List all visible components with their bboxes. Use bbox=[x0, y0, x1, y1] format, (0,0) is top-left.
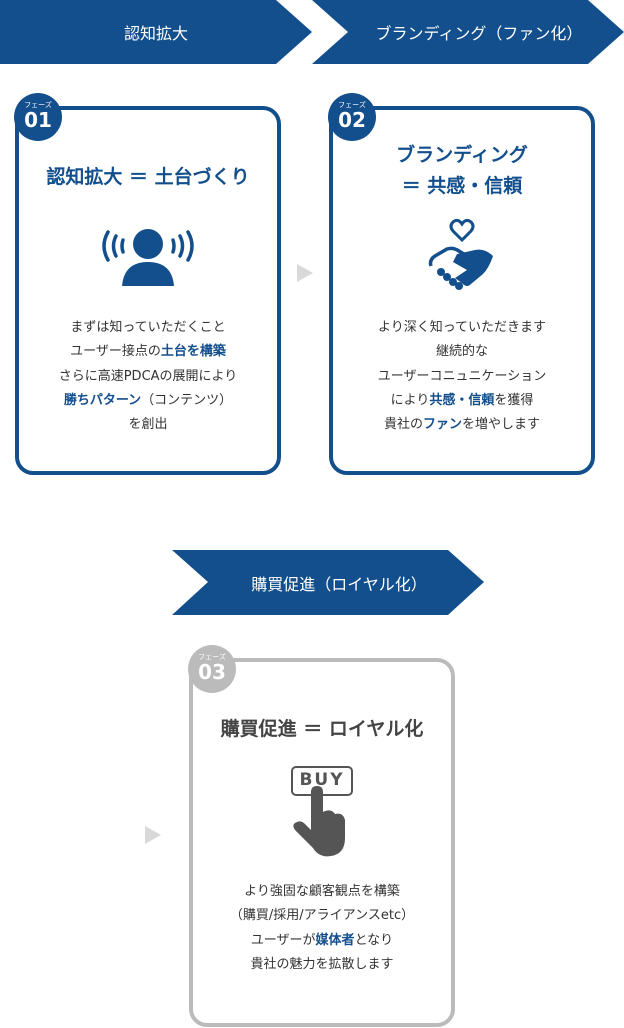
text: （購買/採用/アライアンスetc） bbox=[229, 908, 415, 924]
highlight-text: 媒体者 bbox=[315, 932, 355, 948]
description-line: より深く知っていただきます bbox=[333, 316, 591, 340]
description-line: を創出 bbox=[19, 413, 277, 437]
text: を創出 bbox=[128, 417, 168, 433]
handshake-heart-icon bbox=[428, 218, 493, 290]
pointing-hand-icon bbox=[293, 786, 345, 857]
card-description: より強固な顧客観点を構築 （購買/採用/アライアンスetc） ユーザーが媒体者となり… bbox=[193, 880, 451, 977]
arrow-right-icon bbox=[145, 826, 161, 844]
arrow-right-icon bbox=[297, 264, 313, 282]
buy-button-icon: BUY bbox=[291, 766, 353, 858]
description-line: 勝ちパターン（コンテンツ） bbox=[19, 389, 277, 413]
text: を増やします bbox=[462, 417, 541, 433]
banner-purchase: 購買促進（ロイヤル化） bbox=[172, 550, 484, 615]
banner-awareness: 認知拡大 bbox=[0, 0, 312, 64]
highlight-text: 共感・信頼 bbox=[429, 392, 495, 408]
description-line: 貴社のファンを増やします bbox=[333, 413, 591, 437]
card-title: ブランディング bbox=[396, 144, 528, 166]
description-line: により共感・信頼を獲得 bbox=[333, 389, 591, 413]
text: 継続的な bbox=[435, 344, 488, 360]
card-title: ＝ 共感・信頼 bbox=[401, 175, 523, 197]
highlight-text: 土台を構築 bbox=[160, 344, 226, 360]
description-line: まずは知っていただくこと bbox=[19, 316, 277, 340]
text: より深く知っていただきます bbox=[377, 320, 547, 335]
description-line: （購買/採用/アライアンスetc） bbox=[193, 904, 451, 928]
text: （コンテンツ） bbox=[141, 392, 233, 408]
text: さらに高速PDCAの展開により bbox=[58, 368, 238, 384]
phase-number: 03 bbox=[198, 660, 226, 684]
description-line: ユーザーが媒体者となり bbox=[193, 929, 451, 953]
banner-label: ブランディング（ファン化） bbox=[375, 24, 583, 43]
highlight-text: 勝ちパターン bbox=[63, 392, 142, 408]
description-line: 継続的な bbox=[333, 340, 591, 364]
phase-label: フェーズ bbox=[198, 653, 226, 661]
text: ユーザー接点の bbox=[70, 344, 161, 360]
description-line: 貴社の魅力を拡散します bbox=[193, 953, 451, 977]
text: ユーザーコニュニケーション bbox=[377, 368, 547, 384]
banner-branding: ブランディング（ファン化） bbox=[312, 0, 624, 64]
text: となり bbox=[354, 932, 394, 948]
person-broadcast-icon bbox=[102, 229, 194, 286]
text: を獲得 bbox=[494, 392, 534, 408]
card-description: まずは知っていただくことユーザー接点の土台を構築さらに高速PDCAの展開により勝… bbox=[19, 316, 277, 437]
text: により bbox=[390, 392, 430, 408]
description-line: より強固な顧客観点を構築 bbox=[193, 880, 451, 904]
text: 貴社の bbox=[383, 417, 423, 433]
card-title: 認知拡大 ＝ 土台づくり bbox=[46, 166, 250, 188]
text: より強固な顧客観点を構築 bbox=[244, 884, 400, 899]
text: ユーザーが bbox=[250, 932, 316, 948]
text: まずは知っていただくこと bbox=[70, 320, 226, 335]
description-line: さらに高速PDCAの展開により bbox=[19, 365, 277, 389]
banner-label: 購買促進（ロイヤル化） bbox=[251, 574, 427, 594]
card-title: 購買促進 ＝ ロイヤル化 bbox=[220, 718, 424, 740]
text: 貴社の魅力を拡散します bbox=[250, 956, 394, 972]
highlight-text: ファン bbox=[422, 417, 462, 433]
phase-label: フェーズ bbox=[24, 101, 52, 109]
phase-number: 02 bbox=[338, 108, 366, 132]
card-description: より深く知っていただきます継続的なユーザーコニュニケーションにより共感・信頼を獲… bbox=[333, 316, 591, 437]
phase-label: フェーズ bbox=[338, 101, 366, 109]
banner-label: 認知拡大 bbox=[123, 24, 188, 43]
description-line: ユーザーコニュニケーション bbox=[333, 365, 591, 389]
phase-number: 01 bbox=[24, 108, 52, 132]
description-line: ユーザー接点の土台を構築 bbox=[19, 340, 277, 364]
